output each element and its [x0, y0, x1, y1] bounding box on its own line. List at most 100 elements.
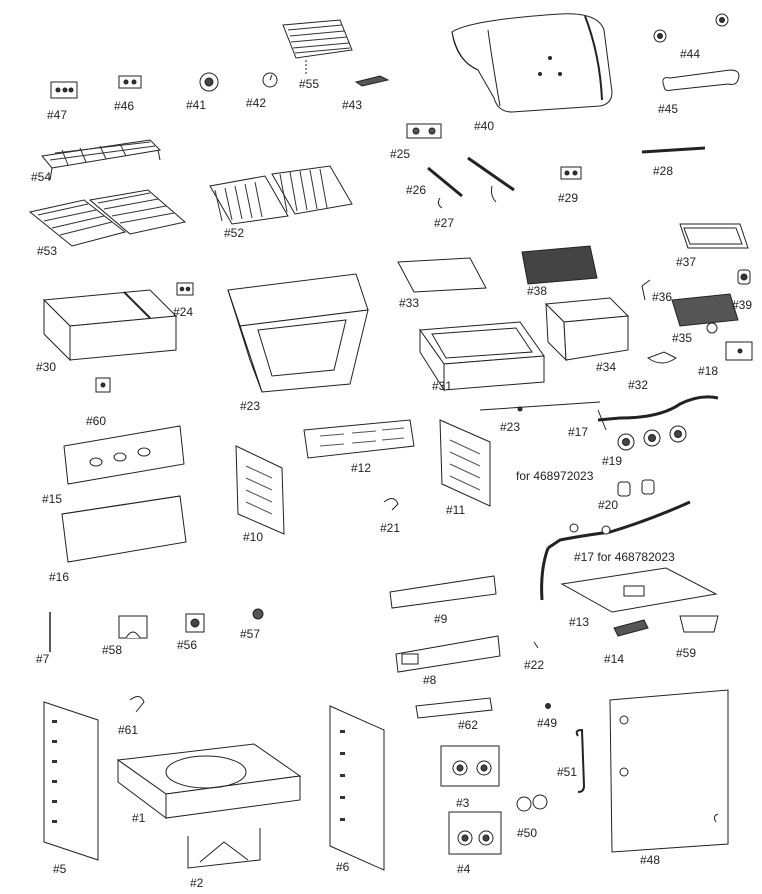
label-part-5: #5 — [53, 862, 67, 876]
part-16-front-panel — [61, 495, 187, 563]
part-32-heat-shield — [646, 351, 677, 364]
label-part-12: #12 — [351, 461, 372, 475]
label-part-6: #6 — [336, 860, 350, 874]
label-part-30: #30 — [36, 360, 57, 374]
part-41-knob — [199, 72, 219, 92]
label-part-11: #11 — [446, 503, 466, 517]
part-48-door — [609, 689, 729, 853]
label-part-14: #14 — [604, 652, 625, 666]
label-part-40: #40 — [474, 119, 495, 133]
part-58-block — [118, 615, 148, 639]
part-12-heat-plate — [303, 419, 415, 459]
part-23-rod — [479, 401, 601, 412]
label-part-35: #35 — [672, 331, 693, 345]
part-60-pack — [95, 377, 111, 393]
part-28-bar — [641, 146, 706, 154]
part-27-igniter — [437, 185, 497, 209]
part-46-pack — [118, 75, 142, 89]
label-part-25: #25 — [390, 147, 411, 161]
part-36-wire — [641, 279, 651, 301]
part-15-control-panel — [63, 425, 185, 485]
part-17-manifold-alt — [540, 500, 691, 601]
label-part-7: #7 — [36, 652, 50, 666]
part-31-side-shelf-frame — [419, 321, 545, 392]
label-part-48: #48 — [640, 853, 661, 867]
part-8-front-rail — [395, 635, 501, 673]
part-33-side-lid — [397, 257, 487, 293]
part-52-cooking-grates — [209, 165, 353, 225]
label-part-26: #26 — [406, 183, 427, 197]
part-43-bracket — [354, 75, 390, 87]
label-part-56: #56 — [177, 638, 198, 652]
part-14-bracket — [613, 619, 649, 637]
part-4-casters — [448, 811, 502, 855]
label-part-31: #31 — [432, 379, 453, 393]
part-56-part — [185, 613, 205, 633]
part-2-base-frame — [187, 828, 261, 869]
label-part-23-firebox: #23 — [240, 399, 261, 413]
part-59-grease-tray — [679, 615, 719, 633]
part-23-firebox — [227, 273, 369, 393]
label-part-2: #2 — [190, 876, 204, 890]
label-part-22: #22 — [524, 658, 545, 672]
part-34-side-burner-box — [544, 297, 630, 362]
part-19-control-knobs — [617, 425, 687, 451]
label-part-19: #19 — [602, 454, 623, 468]
part-9-rail — [389, 575, 497, 609]
part-6-side-panel — [329, 705, 385, 871]
part-18-bracket — [725, 341, 753, 361]
label-part-58: #58 — [102, 643, 123, 657]
part-11-side-panel — [439, 419, 491, 507]
label-part-60: #60 — [86, 414, 107, 428]
label-part-61: #61 — [118, 723, 139, 737]
label-part-29: #29 — [558, 191, 579, 205]
part-37-tray — [679, 223, 749, 249]
label-part-43: #43 — [342, 98, 363, 112]
label-part-44: #44 — [680, 47, 701, 61]
label-part-55: #55 — [299, 77, 320, 91]
part-10-side-panel — [235, 445, 285, 535]
label-part-38: #38 — [527, 284, 548, 298]
label-part-41: #41 — [186, 98, 207, 112]
label-part-9: #9 — [434, 612, 448, 626]
part-5-side-panel — [43, 701, 99, 861]
label-part-3: #3 — [456, 796, 470, 810]
part-13-bottom-tray — [560, 567, 718, 613]
part-39-knob — [737, 269, 751, 285]
label-part-47: #47 — [47, 108, 68, 122]
part-30-side-shelf — [42, 289, 178, 362]
label-part-28: #28 — [653, 164, 674, 178]
part-55-warming-rack — [282, 19, 353, 74]
label-part-52: #52 — [224, 226, 245, 240]
part-57-nut — [252, 608, 264, 620]
label-part-36: #36 — [652, 290, 673, 304]
label-part-27: #27 — [434, 216, 455, 230]
label-part-8: #8 — [423, 673, 437, 687]
label-part-17: #17 — [568, 425, 589, 439]
label-part-32: #32 — [628, 378, 649, 392]
part-17-manifold — [597, 395, 719, 431]
part-35-side-burner — [671, 293, 739, 334]
part-45-lid-handle — [662, 69, 740, 91]
label-part-18: #18 — [698, 364, 719, 378]
label-part-53: #53 — [37, 244, 58, 258]
part-29-pack — [560, 166, 582, 180]
part-1-base-panel — [116, 743, 302, 819]
label-part-59: #59 — [676, 646, 697, 660]
part-49-screw — [545, 703, 551, 709]
label-part-46: #46 — [114, 99, 135, 113]
label-part-17-note: for 468972023 — [516, 469, 594, 483]
part-25-pack — [406, 123, 442, 139]
label-part-21: #21 — [380, 521, 401, 535]
label-part-33: #33 — [399, 296, 420, 310]
part-54-warming-rack — [41, 139, 162, 181]
label-part-50: #50 — [517, 826, 538, 840]
part-50-caps — [516, 794, 548, 812]
label-part-37: #37 — [676, 255, 697, 269]
label-part-23-rod: #23 — [500, 420, 521, 434]
part-47-pack — [50, 81, 78, 99]
part-51-door-handle — [575, 728, 586, 793]
part-3-locking-casters — [440, 745, 500, 787]
label-part-57: #57 — [240, 627, 261, 641]
